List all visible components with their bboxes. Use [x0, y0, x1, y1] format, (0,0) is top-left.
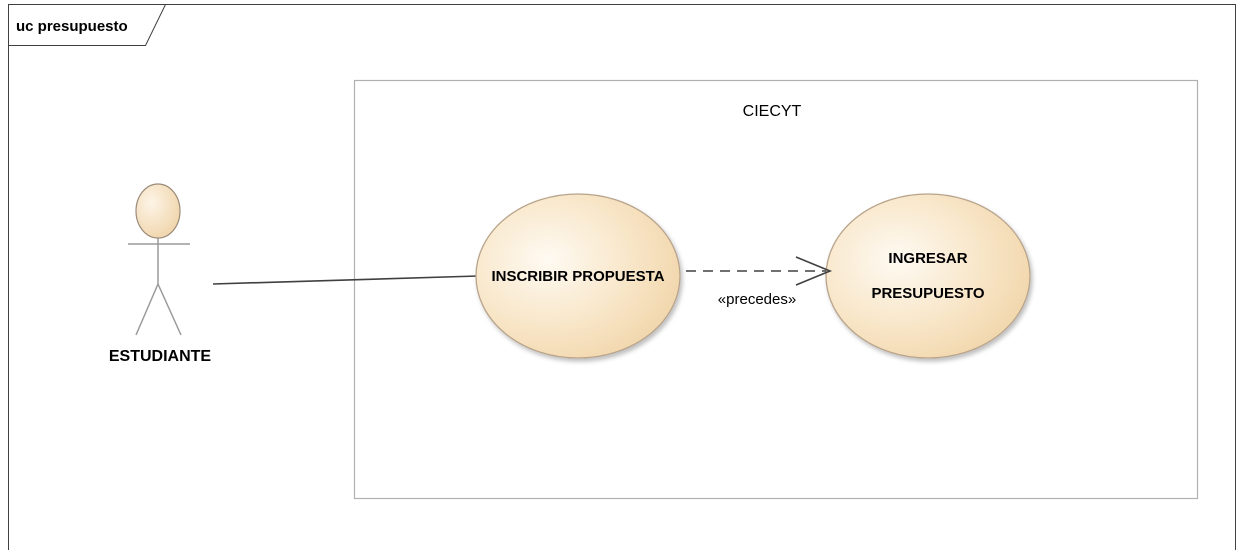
dependency-stereotype: «precedes» [718, 291, 796, 308]
use-case-inscribir-propuesta[interactable]: INSCRIBIR PROPUESTA [475, 193, 681, 359]
actor-name: ESTUDIANTE [109, 348, 212, 365]
use-case-ingresar-label-line1: INGRESAR [888, 250, 967, 267]
frame-title: uc presupuesto [16, 18, 128, 35]
dependency-arrowhead [795, 256, 833, 286]
system-boundary-name: CIECYT [743, 103, 802, 120]
dependency-precedes[interactable]: «precedes» [686, 256, 833, 308]
use-case-inscribir-label: INSCRIBIR PROPUESTA [491, 268, 664, 285]
frame-tab [8, 4, 166, 46]
actor-estudiante[interactable]: ESTUDIANTE [109, 183, 212, 365]
actor-left-leg [135, 283, 159, 336]
use-case-ingresar-presupuesto[interactable]: INGRESAR PRESUPUESTO [825, 193, 1031, 359]
use-case-ingresar-label-line2: PRESUPUESTO [871, 285, 984, 302]
actor-head [135, 183, 181, 239]
diagram-frame: uc presupuesto [8, 4, 1236, 550]
actor-right-leg [157, 283, 182, 336]
association-line[interactable] [212, 275, 479, 285]
